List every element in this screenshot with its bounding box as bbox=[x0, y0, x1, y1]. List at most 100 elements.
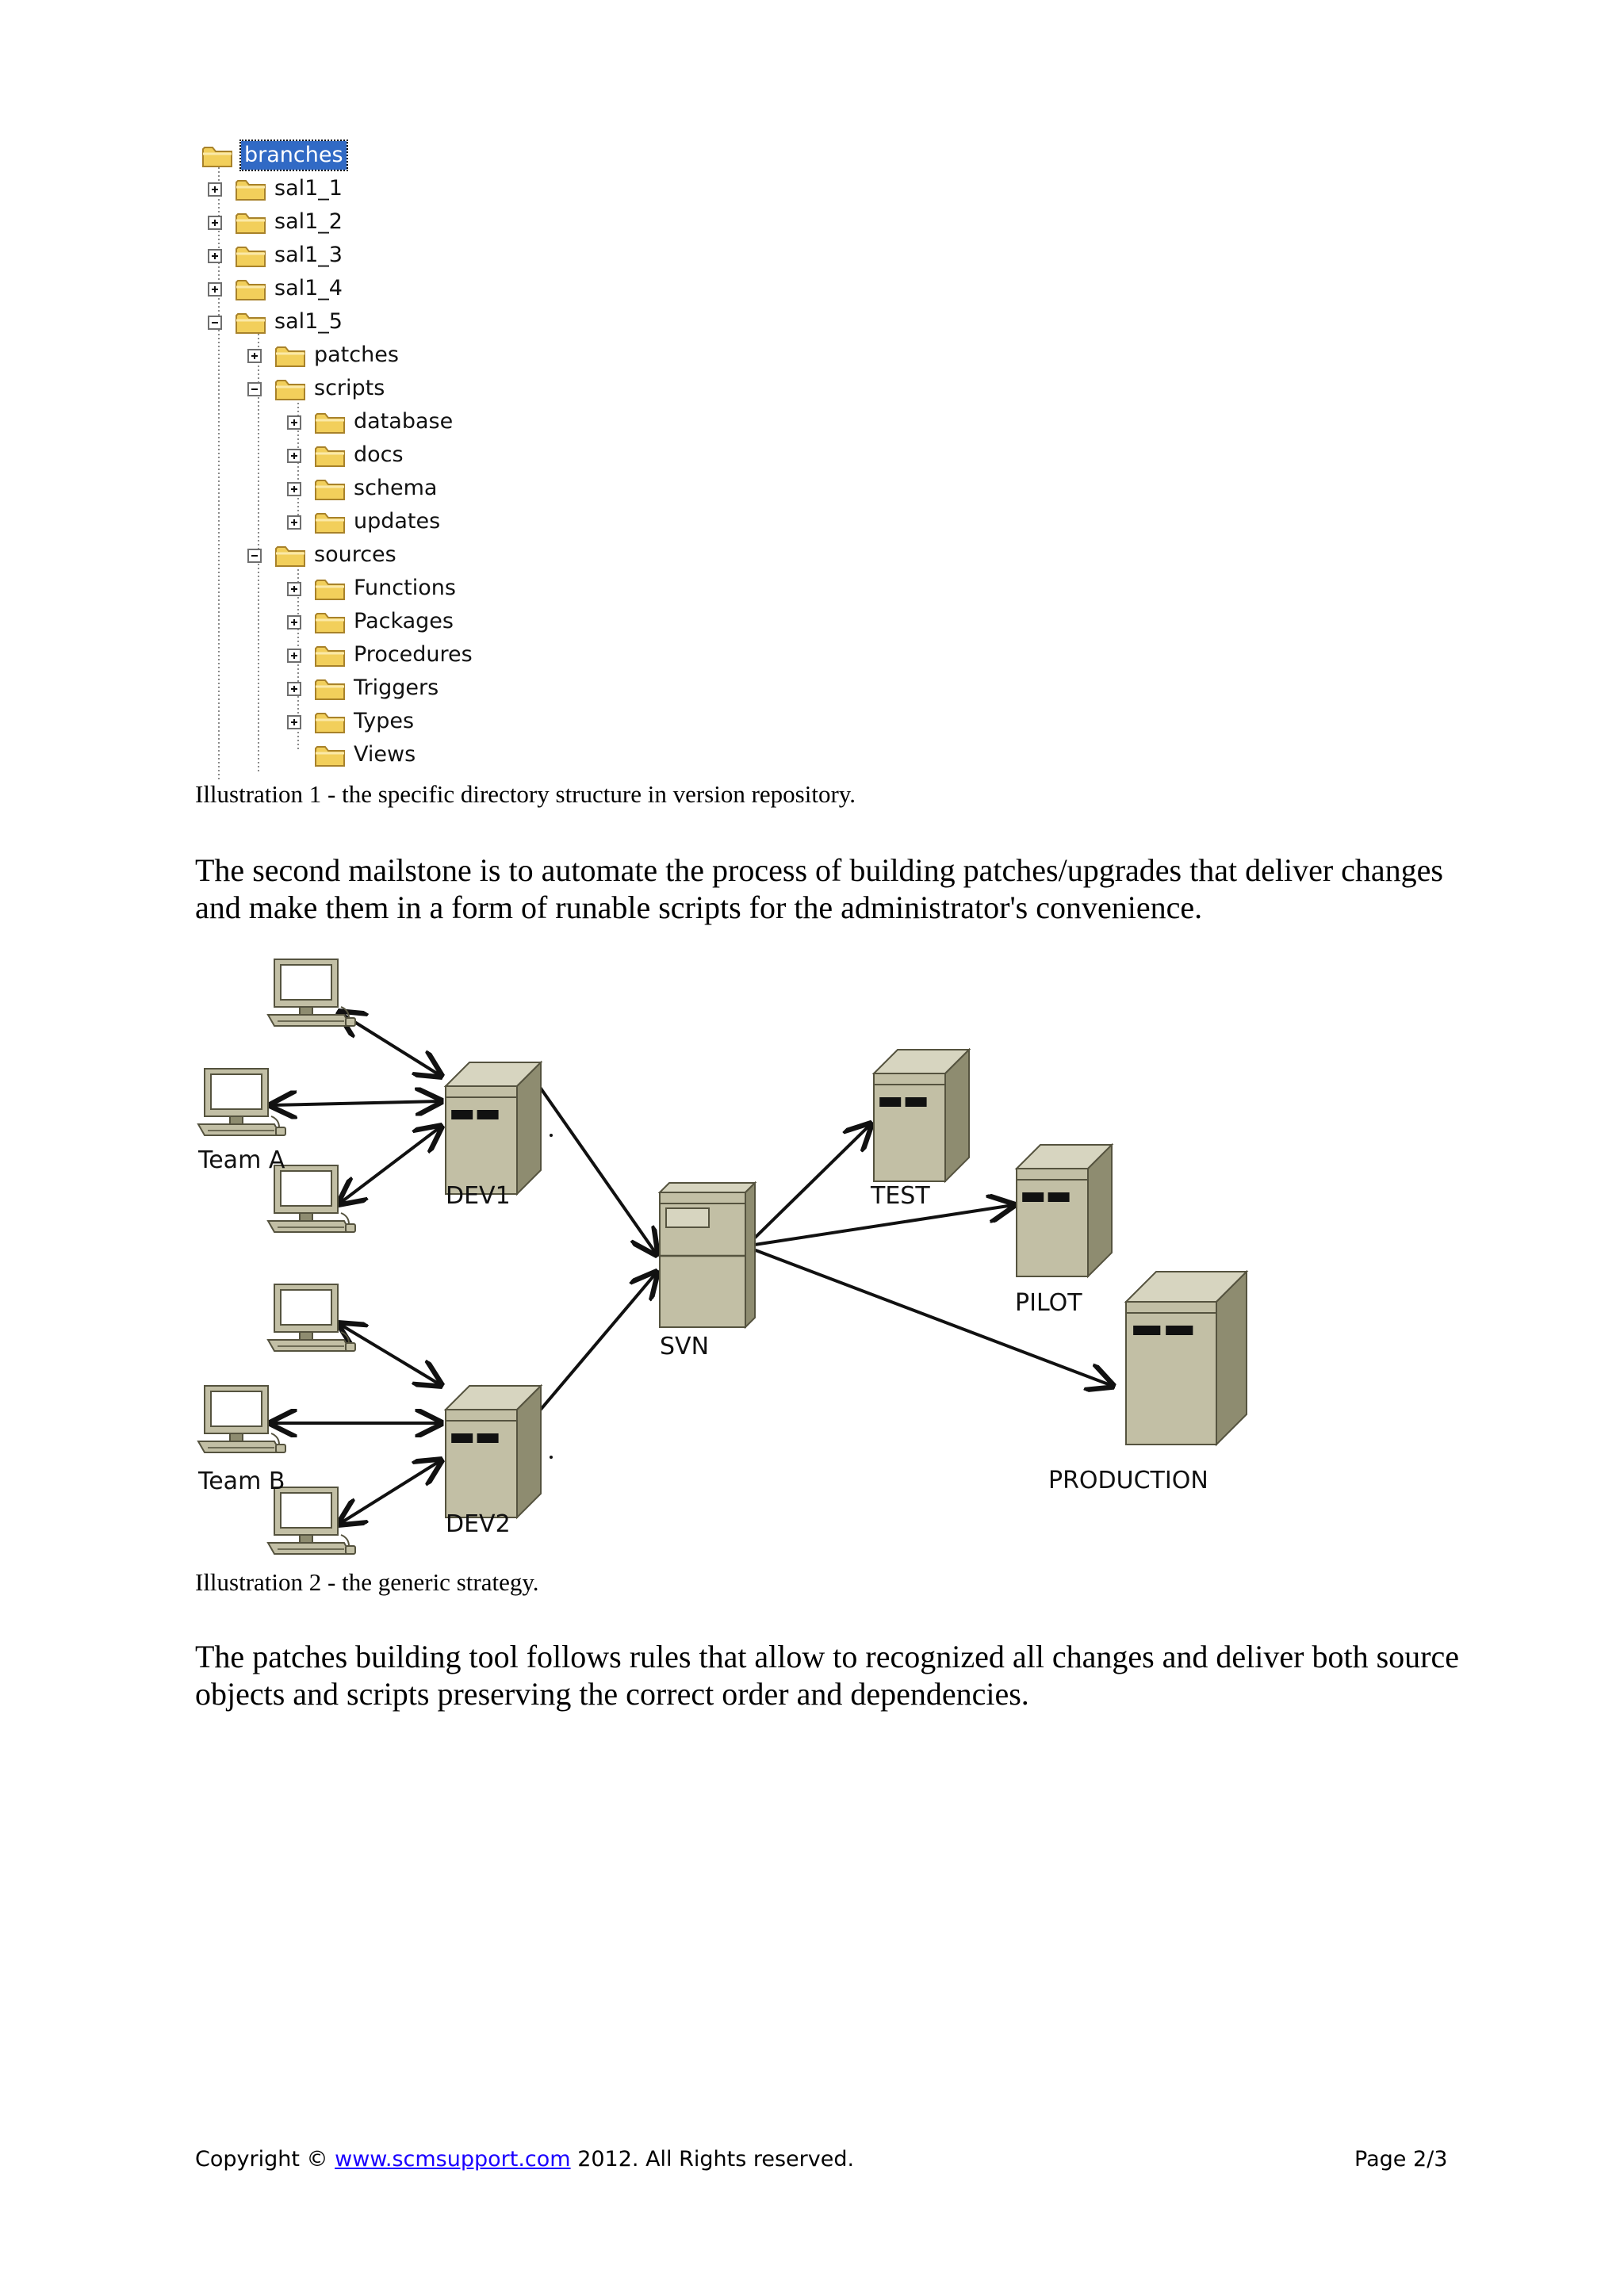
folder-icon bbox=[202, 147, 232, 167]
tree-item[interactable]: schema bbox=[197, 473, 530, 506]
arrow-dev2-svn bbox=[538, 1272, 657, 1413]
dev2-dot bbox=[550, 1456, 553, 1459]
folder-icon bbox=[236, 213, 266, 234]
tree-item[interactable]: Triggers bbox=[197, 672, 530, 706]
arrow-pc-a2-dev1 bbox=[271, 1101, 441, 1105]
dev1-dot bbox=[550, 1134, 553, 1137]
expand-icon[interactable] bbox=[287, 449, 301, 463]
expand-icon[interactable] bbox=[287, 649, 301, 663]
workstation-icon-team-b-3 bbox=[266, 1487, 356, 1555]
pilot-label: PILOT bbox=[1015, 1289, 1082, 1317]
expand-icon[interactable] bbox=[208, 282, 222, 297]
tree-item-label: sources bbox=[314, 542, 396, 567]
copyright-suffix: 2012. All Rights reserved. bbox=[577, 2147, 855, 2172]
dev2-server-icon bbox=[443, 1383, 543, 1520]
tree-item-label: Packages bbox=[354, 609, 454, 633]
expand-icon[interactable] bbox=[287, 415, 301, 430]
collapse-icon[interactable] bbox=[247, 382, 262, 396]
expand-icon[interactable] bbox=[287, 482, 301, 496]
paragraph-milestone: The second mailstone is to automate the … bbox=[195, 852, 1443, 925]
dev2-label: DEV2 bbox=[446, 1510, 511, 1538]
strategy-diagram: Team A Team B DEV1 DEV2 SVN TEST PILOT P… bbox=[197, 959, 1249, 1555]
tree-item-label: Triggers bbox=[354, 675, 439, 700]
expand-icon[interactable] bbox=[287, 515, 301, 530]
tree-item[interactable]: sal1_3 bbox=[197, 239, 530, 273]
tree-item[interactable]: Procedures bbox=[197, 639, 530, 672]
tree-item[interactable]: updates bbox=[197, 506, 530, 539]
caption-illustration-2: Illustration 2 - the generic strategy. bbox=[195, 1568, 539, 1596]
expand-icon[interactable] bbox=[287, 682, 301, 696]
svn-label: SVN bbox=[660, 1333, 709, 1360]
expand-icon[interactable] bbox=[287, 715, 301, 729]
tree-item[interactable]: sal1_1 bbox=[197, 173, 530, 206]
connection-arrows bbox=[271, 1012, 1113, 1524]
folder-icon bbox=[236, 180, 266, 201]
tree-item-label: Procedures bbox=[354, 642, 473, 667]
expand-icon[interactable] bbox=[208, 182, 222, 197]
scmsupport-link[interactable]: www.scmsupport.com bbox=[335, 2147, 571, 2172]
workstation-icon-team-a-2 bbox=[197, 1068, 286, 1136]
tree-item[interactable]: scripts bbox=[197, 373, 530, 406]
tree-item-label: Functions bbox=[354, 576, 456, 600]
tree-item[interactable]: database bbox=[197, 406, 530, 439]
tree-item[interactable]: Packages bbox=[197, 606, 530, 639]
tree-item[interactable]: docs bbox=[197, 439, 530, 473]
expand-icon[interactable] bbox=[287, 582, 301, 596]
collapse-icon[interactable] bbox=[208, 316, 222, 330]
tree-item-label: updates bbox=[354, 509, 441, 534]
production-label: PRODUCTION bbox=[1048, 1467, 1208, 1494]
arrow-pc-a3-dev1 bbox=[339, 1127, 441, 1203]
arrow-svn-test bbox=[748, 1124, 871, 1245]
tree-item-label: schema bbox=[354, 476, 438, 500]
expand-icon[interactable] bbox=[208, 216, 222, 230]
caption-illustration-1: Illustration 1 - the specific directory … bbox=[195, 780, 856, 808]
dev1-label: DEV1 bbox=[446, 1182, 511, 1210]
workstation-icon-team-a-3 bbox=[266, 1165, 356, 1233]
folder-icon bbox=[315, 613, 345, 633]
folder-icon bbox=[315, 713, 345, 733]
tree-item-label: Views bbox=[354, 742, 416, 767]
pilot-server-icon bbox=[1014, 1142, 1114, 1279]
tree-item-label: patches bbox=[314, 342, 399, 367]
dev1-server-icon bbox=[443, 1060, 543, 1196]
tree-item-label: Types bbox=[354, 709, 415, 733]
svn-server-icon bbox=[657, 1181, 757, 1330]
copyright-prefix: Copyright © bbox=[195, 2147, 328, 2172]
folder-icon bbox=[236, 313, 266, 334]
folder-icon bbox=[315, 446, 345, 467]
test-label: TEST bbox=[870, 1182, 930, 1210]
tree-item[interactable]: sources bbox=[197, 539, 530, 572]
arrow-svn-production bbox=[749, 1246, 1113, 1386]
paragraph-patches-tool: The patches building tool follows rules … bbox=[195, 1639, 1459, 1712]
folder-icon bbox=[315, 746, 345, 767]
folder-icon bbox=[275, 546, 305, 567]
expand-icon[interactable] bbox=[287, 615, 301, 629]
tree-item[interactable]: patches bbox=[197, 339, 530, 373]
arrow-dev1-svn bbox=[538, 1085, 657, 1254]
footer-copyright: Copyright © www.scmsupport.com 2012. All… bbox=[195, 2147, 854, 2172]
tree-item[interactable]: Functions bbox=[197, 572, 530, 606]
workstation-icon-team-b-1 bbox=[266, 1284, 356, 1352]
folder-icon bbox=[275, 380, 305, 400]
collapse-icon[interactable] bbox=[247, 549, 262, 563]
tree-item-label: sal1_2 bbox=[274, 209, 343, 234]
tree-item[interactable]: Types bbox=[197, 706, 530, 739]
production-server-icon bbox=[1124, 1269, 1249, 1447]
arrow-svn-pilot bbox=[749, 1205, 1013, 1247]
team-a-label: Team A bbox=[197, 1146, 285, 1174]
tree-item[interactable]: sal1_5 bbox=[197, 306, 530, 339]
tree-item-label: branches bbox=[239, 140, 348, 171]
tree-item-label: sal1_3 bbox=[274, 243, 343, 267]
expand-icon[interactable] bbox=[208, 249, 222, 263]
tree-item[interactable]: sal1_4 bbox=[197, 273, 530, 306]
tree-item[interactable]: Views bbox=[197, 739, 530, 772]
arrow-pc-b1-dev2 bbox=[339, 1324, 441, 1385]
tree-item[interactable]: sal1_2 bbox=[197, 206, 530, 239]
folder-icon bbox=[236, 247, 266, 267]
expand-icon[interactable] bbox=[247, 349, 262, 363]
test-server-icon bbox=[871, 1047, 971, 1184]
folder-icon bbox=[236, 280, 266, 300]
tree-item[interactable]: branches bbox=[197, 140, 530, 173]
workstation-icon-team-a-1 bbox=[266, 959, 356, 1027]
